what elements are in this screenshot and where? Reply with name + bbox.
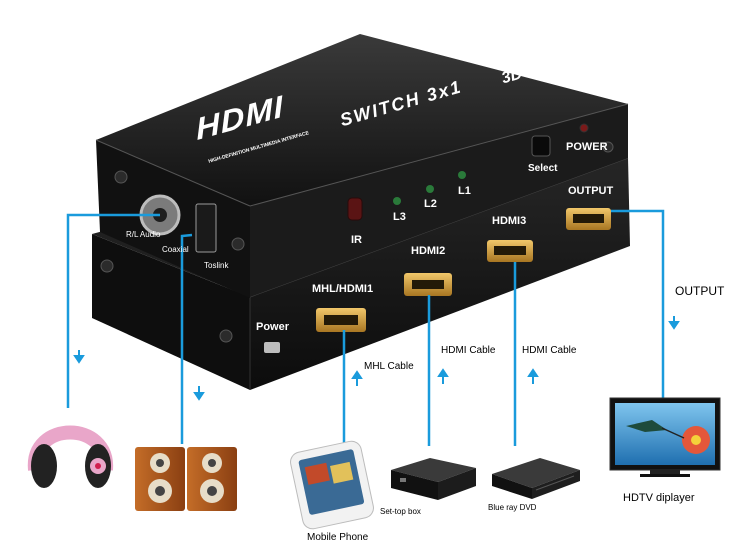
coaxial-label: Coaxial <box>162 245 189 254</box>
power-port-icon <box>264 342 280 353</box>
connection-lines <box>66 209 665 446</box>
down-arrow-icon <box>668 316 680 330</box>
screws <box>100 141 614 343</box>
blu-ray-player-icon <box>492 458 580 499</box>
hdtv-icon <box>609 397 721 477</box>
power-led-icon <box>579 123 589 133</box>
ir-window <box>347 197 363 221</box>
hdmi-ports <box>264 208 611 353</box>
set-top-box-icon <box>391 458 476 500</box>
mhl-hdmi1-label: MHL/HDMI1 <box>312 283 374 295</box>
led-l1-icon <box>458 171 466 179</box>
led-l3-label: L3 <box>393 211 406 223</box>
led-l3-icon <box>393 197 401 205</box>
hdmi-cable-label-1: HDMI Cable <box>441 345 496 356</box>
screw-icon <box>602 141 614 153</box>
audio-to-headphones-line <box>66 213 160 408</box>
ir-label: IR <box>351 234 362 246</box>
hdmi-cable-label-2: HDMI Cable <box>522 345 577 356</box>
coaxial-to-speakers-line <box>180 233 193 444</box>
up-arrow-icon <box>437 368 449 384</box>
led-l1-label: L1 <box>458 185 471 197</box>
hdmi3-label: HDMI3 <box>492 215 527 227</box>
hdmi2-label: HDMI2 <box>411 245 446 257</box>
set-top-box-label: Set-top box <box>380 507 421 516</box>
up-arrow-icon <box>351 370 363 386</box>
led-l2-icon <box>426 185 434 193</box>
led-l2-label: L2 <box>424 198 437 210</box>
headphones-icon <box>27 425 114 488</box>
screw-icon <box>231 237 245 251</box>
select-button[interactable] <box>531 135 551 157</box>
mobile-phone-label: Mobile Phone <box>307 532 369 543</box>
screw-icon <box>100 259 114 273</box>
mobile-phone-icon <box>290 440 374 530</box>
select-label: Select <box>528 163 558 174</box>
toslink-port-icon <box>195 203 217 253</box>
power-port-label: Power <box>256 321 290 333</box>
mhl-cable-label: MHL Cable <box>364 361 414 372</box>
down-arrow-icon <box>73 350 85 364</box>
arrows <box>73 316 680 401</box>
output-port-label: OUTPUT <box>568 185 614 197</box>
speakers-icon <box>135 447 237 511</box>
up-arrow-icon <box>527 368 539 384</box>
toslink-label: Toslink <box>204 261 229 270</box>
blu-ray-label: Blue ray DVD <box>488 503 537 512</box>
output-label: OUTPUT <box>675 284 725 298</box>
screw-icon <box>114 170 128 184</box>
hdtv-label: HDTV diplayer <box>623 492 695 504</box>
output-cable-line <box>611 209 665 398</box>
power-led-label: POWER <box>566 141 608 153</box>
screw-icon <box>219 329 233 343</box>
down-arrow-icon <box>193 386 205 401</box>
audio-label: R/L Audio <box>126 230 161 239</box>
